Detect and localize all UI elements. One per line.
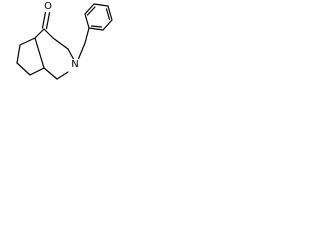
ch2-phenyl-bond xyxy=(84,27,90,44)
molecule-drawing: O N xyxy=(16,1,113,80)
nitrogen-label-bg xyxy=(70,59,80,70)
carbonyl-bond-1 xyxy=(41,11,47,29)
oxygen-label-bg xyxy=(43,1,53,12)
aromatic-inner-2 xyxy=(105,8,111,21)
ring-bond-g xyxy=(56,71,69,80)
ring-bond-e xyxy=(52,37,69,50)
bridge-bond-right xyxy=(43,28,54,39)
oxygen-atom-label: O xyxy=(44,1,52,12)
n-ch2-bond xyxy=(77,42,86,61)
ring-bond-d xyxy=(29,67,45,76)
bridge-bond-left xyxy=(34,28,45,39)
ring-bond-a xyxy=(19,37,36,46)
ring-bond-h xyxy=(43,67,58,80)
phenyl-ring xyxy=(84,3,113,31)
ring-bond-b xyxy=(16,44,21,64)
ring-bond-c xyxy=(16,62,31,76)
structure-diagram: O N xyxy=(0,0,118,98)
carbonyl-bond-2 xyxy=(45,12,51,30)
aromatic-inner-1 xyxy=(86,6,96,16)
bridgehead-bond xyxy=(34,37,45,69)
aromatic-inner-3 xyxy=(90,25,103,28)
nitrogen-atom-label: N xyxy=(71,59,78,70)
ring-bond-f xyxy=(67,48,75,61)
